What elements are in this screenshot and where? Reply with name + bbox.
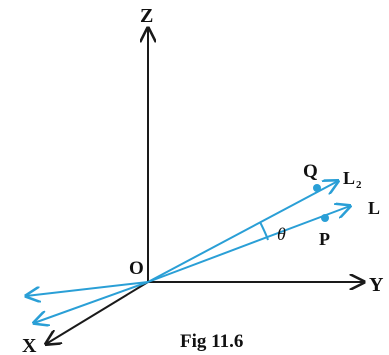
angle-label: θ — [277, 224, 286, 244]
point-p — [321, 214, 329, 222]
point-q-label: Q — [303, 161, 318, 182]
origin-label: O — [129, 258, 144, 279]
line-l2-extension — [26, 281, 149, 296]
x-axis — [46, 281, 149, 344]
line-l2-subscript: 2 — [356, 179, 362, 191]
line-l2-label: L — [343, 168, 355, 188]
line-l1 — [147, 206, 350, 283]
figure-caption: Fig 11.6 — [180, 331, 243, 352]
line-l1-extension — [34, 281, 149, 323]
line-l2 — [147, 181, 338, 283]
point-q — [313, 184, 321, 192]
x-axis-label: X — [22, 335, 37, 355]
y-axis-label: Y — [369, 274, 384, 296]
point-p-label: P — [319, 229, 330, 249]
angle-arc — [259, 221, 269, 241]
z-axis-label: Z — [140, 5, 153, 27]
line-l1-label: L — [368, 198, 380, 218]
